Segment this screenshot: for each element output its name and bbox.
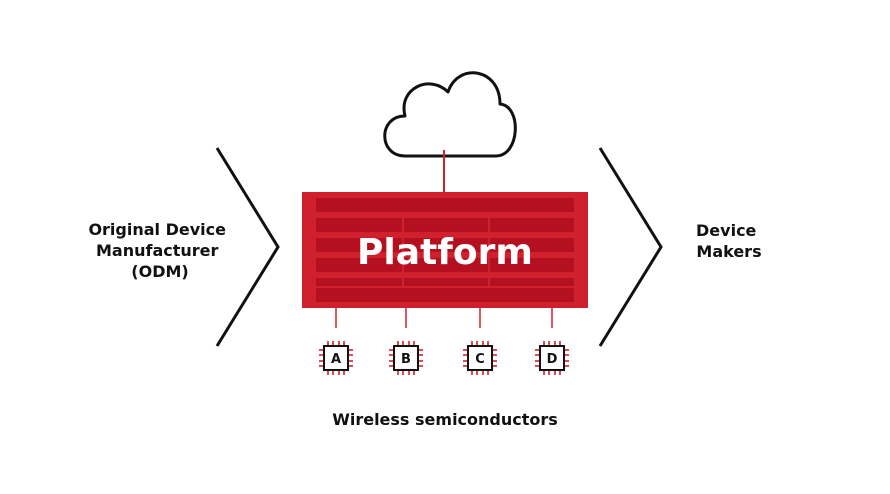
- chip-body: [393, 345, 419, 371]
- odm-label-line3: (ODM): [131, 262, 188, 281]
- platform-stripe: [316, 198, 574, 212]
- device-makers-line1: Device: [696, 221, 757, 240]
- odm-label: Original Device Manufacturer (ODM): [88, 220, 231, 281]
- platform-stripe: [316, 218, 574, 232]
- platform-stripe: [316, 238, 574, 252]
- left-chevron-icon: [215, 147, 280, 347]
- odm-label-line2: Manufacturer: [96, 241, 219, 260]
- chip-label-c: C: [475, 352, 485, 367]
- chip-label-b: B: [401, 352, 411, 367]
- chip-label-a: A: [331, 352, 341, 367]
- platform-stripe: [316, 258, 574, 272]
- device-makers-label: Device Makers: [696, 221, 762, 261]
- chips-row: A B C D: [319, 341, 569, 375]
- chip-icon: D: [535, 341, 569, 375]
- platform-title: Platform: [357, 232, 533, 273]
- cloud-icon: [383, 71, 517, 193]
- chip-body: [467, 345, 493, 371]
- wireless-semiconductors-label: Wireless semiconductors: [332, 410, 558, 429]
- device-makers-line2: Makers: [696, 242, 761, 261]
- chip-icon: B: [389, 341, 423, 375]
- platform-stripe: [316, 278, 574, 286]
- odm-label-line1: Original Device: [88, 220, 226, 239]
- chip-icon: C: [463, 341, 497, 375]
- platform-stripe: [316, 288, 574, 302]
- right-chevron-icon: [598, 147, 663, 347]
- chip-body: [539, 345, 565, 371]
- chip-body: [323, 345, 349, 371]
- platform-block: Platform: [302, 192, 588, 308]
- chip-icon: A: [319, 341, 353, 375]
- chip-label-d: D: [547, 352, 558, 367]
